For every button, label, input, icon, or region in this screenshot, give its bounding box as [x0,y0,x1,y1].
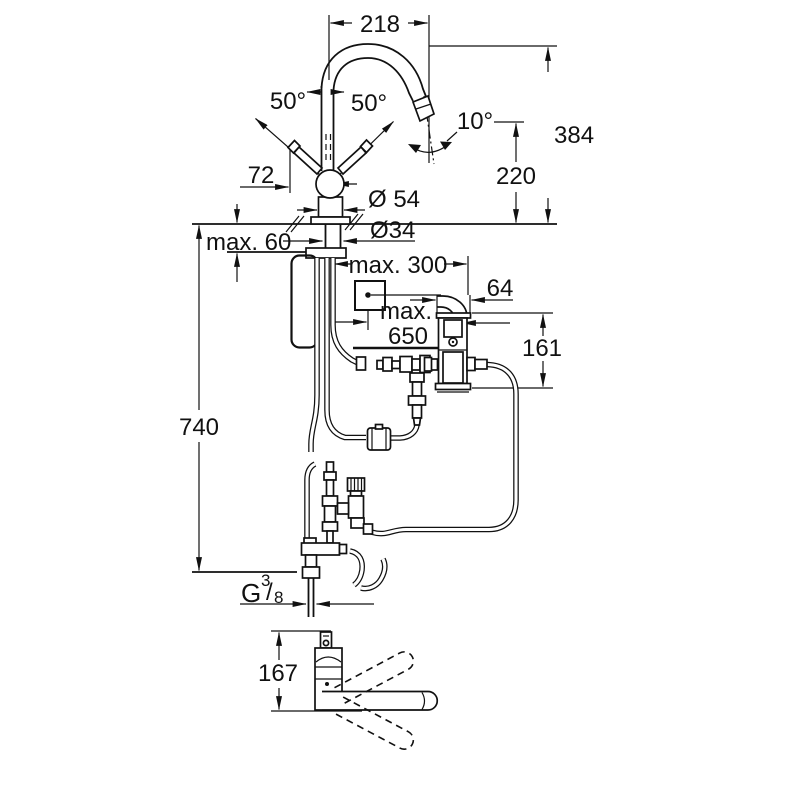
dim-swivel-view-height-label: 167 [258,660,298,687]
faucet-shank [317,196,344,218]
dim-lever-length-label: 72 [248,162,275,189]
dim-body-diameter-label: Ø 54 [368,186,420,213]
dim-total-height-label: 384 [554,122,594,149]
spout-aerator-tip [411,94,436,123]
plan-view-spout [322,690,439,711]
dimension-lines [192,15,557,712]
dim-box-width-label: 64 [487,275,514,302]
dim-lever-swing-left-label: 50° [270,88,306,115]
hose-weight [366,427,392,451]
clearance-outline [290,254,319,349]
dim-thread-denominator-label: 8 [274,588,283,607]
dim-box-height-label: 161 [522,335,562,362]
plan-view [314,631,439,750]
hose-weight-assembly [366,372,427,451]
lever-right-position [336,145,368,176]
dim-thread-g-label: G [241,578,261,608]
power-socket [354,280,441,311]
dim-outlet-height-label: 220 [496,163,536,190]
ball-joint [315,169,345,199]
dim-installation-height-label: 740 [179,414,219,441]
base-escutcheon [310,216,351,225]
dim-max-deck-thickness-label: max. 60 [206,229,291,256]
plan-view-spout-swivel-up [334,651,415,705]
supply-connection [300,537,348,617]
dim-hole-diameter-label: Ø34 [370,217,415,244]
lever-left-position [292,145,324,176]
dim-spout-reach-label: 218 [360,11,400,38]
spout-inner-curve [332,57,414,102]
dim-max-cable-length-label-line1: max. [380,298,432,325]
under-counter-assembly [290,254,519,617]
dim-thread-numerator-label: 3 [261,571,270,590]
dim-lever-swing-right-label: 50° [351,90,387,117]
hoses [304,258,519,592]
spout-outer-curve [320,43,428,100]
supply-pipe [307,578,315,617]
dim-outlet-angle-label: 10° [457,108,493,135]
dim-thread-slash-label: / [266,579,273,606]
plan-view-spout-swivel-down [334,696,415,750]
control-box [423,295,488,393]
check-valve-assembly [321,461,374,544]
dim-max-socket-distance-label: max. 300 [349,252,448,279]
dimension-labels: 218 50° 50° 10° 384 220 72 Ø 54 Ø34 max.… [179,11,594,687]
dim-max-cable-length-label-line2: 650 [388,323,428,350]
